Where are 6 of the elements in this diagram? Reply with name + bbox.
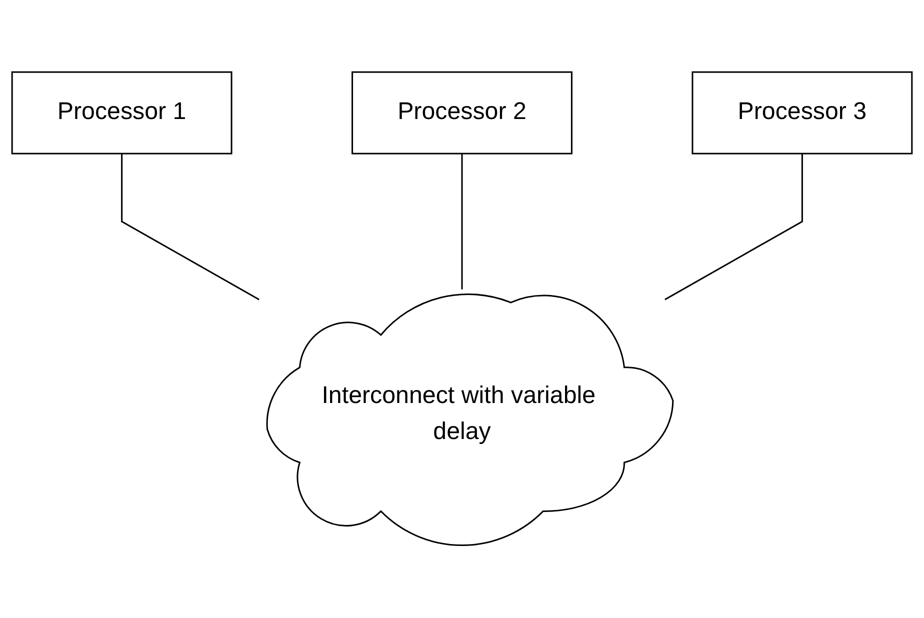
connector	[664, 154, 803, 301]
connector	[461, 154, 463, 290]
node-box: Processor 1	[11, 72, 232, 155]
node-box: Processor 3	[692, 72, 913, 155]
connector	[121, 154, 260, 301]
node-box: Processor 2	[352, 72, 572, 155]
